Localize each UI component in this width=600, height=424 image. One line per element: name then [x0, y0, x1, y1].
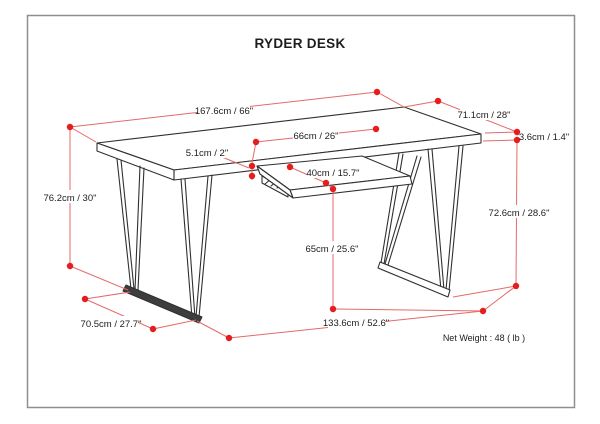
svg-text:66cm / 26": 66cm / 26"	[293, 131, 338, 142]
dim-label-depth: 71.1cm / 28"	[457, 107, 511, 121]
dim-label-tray-clearance: 65cm / 25.6"	[305, 241, 359, 255]
dim-label-leg-height: 72.6cm / 28.6"	[489, 205, 550, 219]
svg-text:5.1cm / 2": 5.1cm / 2"	[186, 148, 228, 159]
dim-label-leg-depth: 70.5cm / 27.7"	[81, 316, 142, 330]
net-weight-label: Net Weight : 48 ( lb )	[443, 333, 525, 343]
svg-text:76.2cm / 30": 76.2cm / 30"	[43, 193, 96, 204]
dimension-labels: 167.6cm / 66" 71.1cm / 28" 3.6cm / 1.4" …	[43, 103, 569, 330]
svg-text:133.6cm / 52.6": 133.6cm / 52.6"	[323, 318, 389, 329]
left-back-leg	[116, 158, 145, 291]
svg-text:40cm / 15.7": 40cm / 15.7"	[306, 168, 359, 179]
dim-label-tray-width: 66cm / 26"	[293, 128, 339, 142]
svg-text:70.5cm / 27.7": 70.5cm / 27.7"	[81, 319, 142, 330]
svg-text:3.6cm / 1.4": 3.6cm / 1.4"	[519, 132, 569, 143]
left-front-leg	[180, 174, 213, 319]
diagram-border	[26, 14, 576, 409]
diagram-title: RYDER DESK	[254, 36, 345, 51]
left-leg-runner	[122, 284, 203, 324]
right-leg-runner	[377, 261, 451, 298]
svg-text:65cm / 25.6": 65cm / 25.6"	[305, 244, 358, 255]
dim-label-top-thickness: 3.6cm / 1.4"	[519, 132, 569, 143]
svg-text:71.1cm / 28": 71.1cm / 28"	[457, 110, 510, 121]
desk-drawing	[96, 106, 482, 324]
dim-label-length: 167.6cm / 66"	[195, 103, 253, 117]
dim-label-tray-depth: 40cm / 15.7"	[306, 165, 360, 179]
svg-text:72.6cm / 28.6": 72.6cm / 28.6"	[489, 208, 550, 219]
dimension-dots	[66, 88, 521, 342]
right-front-leg	[427, 145, 464, 292]
dim-label-overall-height: 76.2cm / 30"	[43, 190, 97, 204]
svg-text:167.6cm / 66": 167.6cm / 66"	[195, 106, 253, 117]
dim-label-leg-span: 133.6cm / 52.6"	[323, 315, 389, 329]
dim-label-rail-height: 5.1cm / 2"	[186, 146, 228, 159]
